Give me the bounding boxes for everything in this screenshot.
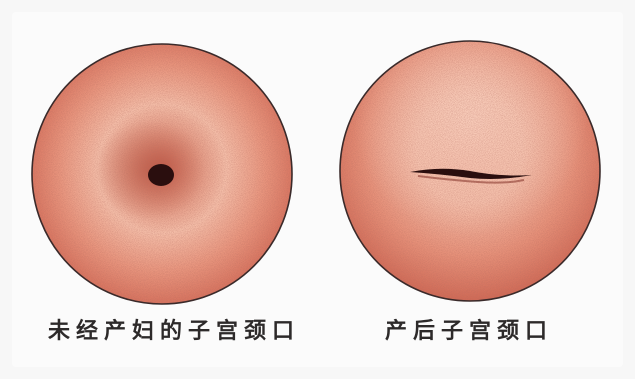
postpartum-cervix (340, 41, 600, 301)
nulliparous-caption: 未经产妇的子宫颈口 (48, 313, 300, 345)
round-os-dot (148, 164, 174, 186)
nulliparous-cervix (32, 44, 292, 304)
postpartum-caption: 产后子宫颈口 (385, 313, 553, 345)
